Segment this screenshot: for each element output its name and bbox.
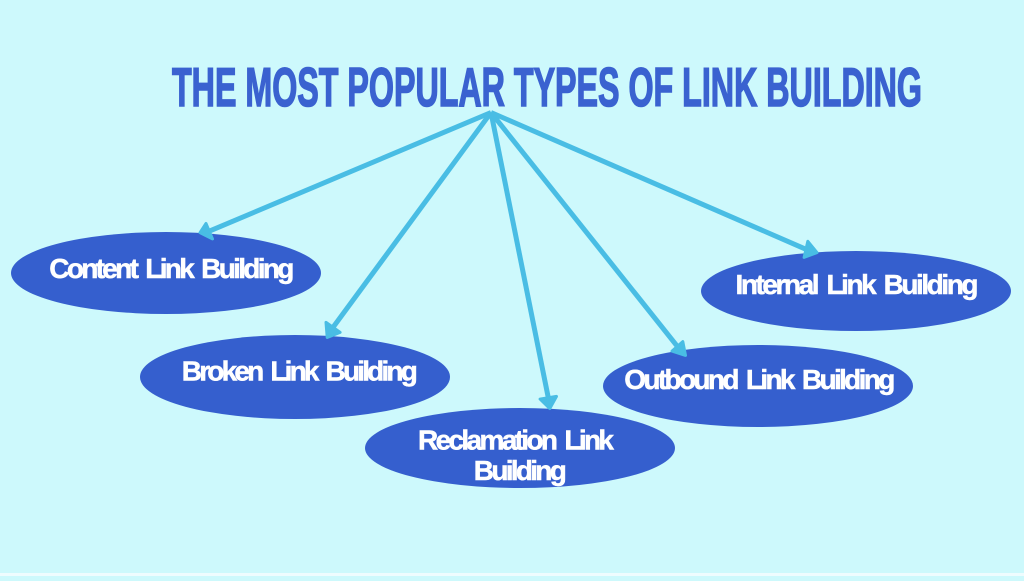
svg-text:Reclamation Link: Reclamation Link [418, 425, 614, 456]
svg-text:Building: Building [474, 455, 567, 486]
svg-text:THE MOST POPULAR TYPES OF LINK: THE MOST POPULAR TYPES OF LINK BUILDING [172, 56, 922, 118]
svg-text:Broken Link Building: Broken Link Building [182, 356, 418, 387]
svg-text:Content Link Building: Content Link Building [49, 253, 294, 284]
svg-text:Outbound Link Building: Outbound Link Building [624, 364, 895, 395]
svg-text:Internal Link Building: Internal Link Building [736, 269, 979, 300]
